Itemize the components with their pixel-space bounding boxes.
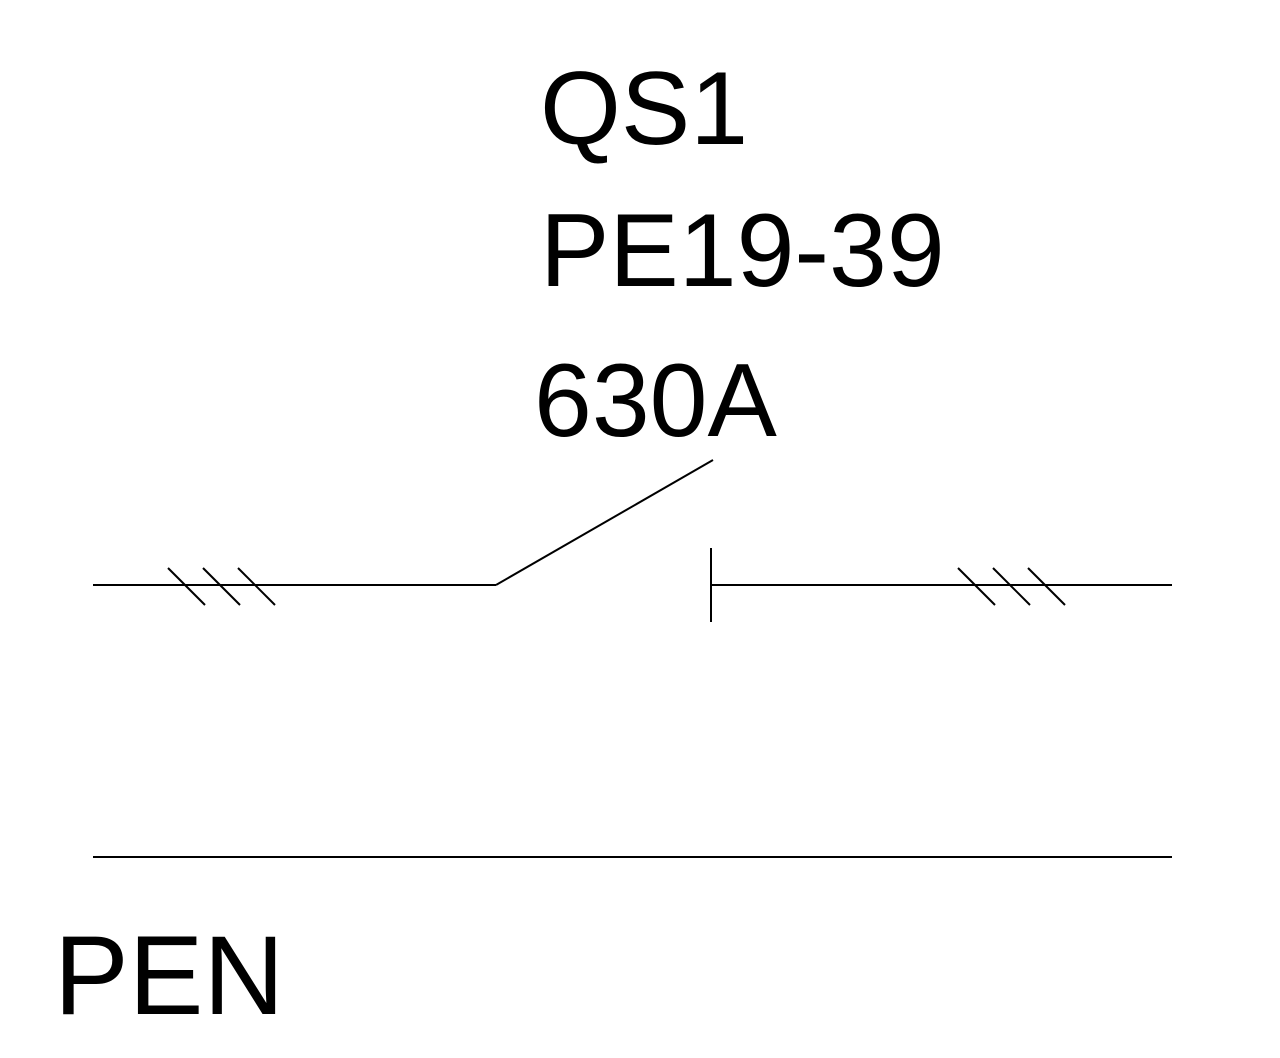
phase-tick [1027, 567, 1066, 606]
switch-model-label: PE19-39 [540, 193, 945, 309]
phase-tick [202, 567, 241, 606]
phase-tick [237, 567, 276, 606]
phase-tick [167, 567, 206, 606]
right-three-phase-marks [957, 567, 1066, 606]
switch-blade-line [495, 459, 714, 586]
switch-designation-label: QS1 [540, 51, 748, 167]
left-three-phase-marks [167, 567, 276, 606]
pen-bus-label: PEN [54, 913, 284, 1038]
phase-tick [957, 567, 996, 606]
phase-tick [992, 567, 1031, 606]
switch-rating-label: 630A [534, 343, 778, 459]
